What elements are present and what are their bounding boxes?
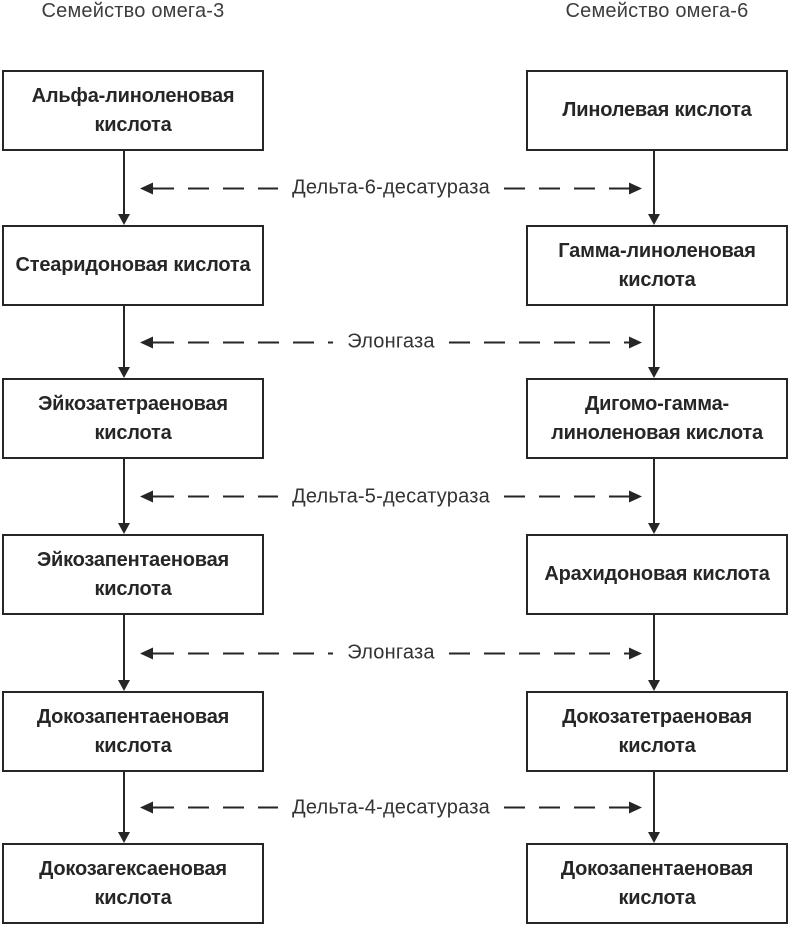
arrow-down-icon <box>648 615 660 691</box>
arrow-left-icon <box>140 647 153 659</box>
enzyme-arrow: Дельта-4-десатураза <box>140 796 643 819</box>
enzyme-label: Дельта-6-десатураза <box>292 176 490 199</box>
arrow-down-icon <box>118 306 130 378</box>
acid-box-omega6-row4: Арахидоновая кислота <box>526 534 788 615</box>
enzyme-label: Дельта-4-десатураза <box>292 796 490 818</box>
arrow-down-icon <box>648 772 660 843</box>
arrow-down-icon <box>648 151 660 225</box>
enzyme-label: Дельта-5-десатураза <box>292 485 490 507</box>
dashed-line <box>503 187 630 189</box>
enzyme-arrow: Элонгаза <box>140 330 643 354</box>
enzyme-connector-2: Элонгаза <box>0 306 790 378</box>
omega6-column-title: Семейство омега-6 <box>565 0 749 22</box>
arrow-right-icon <box>629 801 643 814</box>
acid-box-omega3-row6: Докозагексаеновая кислота <box>2 843 264 924</box>
arrow-down-icon <box>118 151 130 225</box>
arrow-right-icon <box>629 336 643 348</box>
dashed-line <box>448 341 630 343</box>
dashed-line <box>503 806 630 809</box>
arrow-down-icon <box>118 772 130 843</box>
arrow-left-icon <box>140 182 153 194</box>
dashed-line <box>153 341 334 343</box>
dashed-line <box>503 495 630 498</box>
acid-box-omega6-row1: Линолевая кислота <box>526 70 788 151</box>
acid-box-omega3-row5: Докозапентаеновая кислота <box>2 691 264 772</box>
arrow-right-icon <box>629 490 643 503</box>
dashed-line <box>153 495 279 498</box>
acid-box-omega6-row2: Гамма-линоленовая кислота <box>526 225 788 306</box>
arrow-left-icon <box>140 801 153 814</box>
enzyme-connector-4: Элонгаза <box>0 615 790 691</box>
dashed-line <box>153 806 279 809</box>
arrow-left-icon <box>140 490 153 503</box>
arrow-right-icon <box>629 182 643 194</box>
arrow-down-icon <box>648 459 660 534</box>
arrow-left-icon <box>140 336 153 348</box>
arrow-down-icon <box>648 306 660 378</box>
enzyme-connector-5: Дельта-4-десатураза <box>0 772 790 843</box>
enzyme-arrow: Элонгаза <box>140 641 643 665</box>
dashed-line <box>448 652 630 654</box>
enzyme-connector-3: Дельта-5-десатураза <box>0 459 790 534</box>
enzyme-connector-1: Дельта-6-десатураза <box>0 151 790 225</box>
enzyme-arrow: Дельта-5-десатураза <box>140 485 643 508</box>
arrow-down-icon <box>118 459 130 534</box>
dashed-line <box>153 187 279 189</box>
acid-box-omega3-row3: Эйкозатетраеновая кислота <box>2 378 264 459</box>
acid-box-omega3-row4: Эйкозапентаеновая кислота <box>2 534 264 615</box>
acid-box-omega6-row6: Докозапентаеновая кислота <box>526 843 788 924</box>
arrow-right-icon <box>629 647 643 659</box>
enzyme-arrow: Дельта-6-десатураза <box>140 176 643 200</box>
acid-box-omega3-row1: Альфа-линоленовая кислота <box>2 70 264 151</box>
acid-box-omega6-row5: Докозатетраеновая кислота <box>526 691 788 772</box>
arrow-down-icon <box>118 615 130 691</box>
dashed-line <box>153 652 334 654</box>
omega3-column-title: Семейство омега-3 <box>41 0 225 22</box>
enzyme-label: Элонгаза <box>347 330 435 353</box>
acid-box-omega6-row3: Дигомо-гамма-линоленовая кислота <box>526 378 788 459</box>
enzyme-label: Элонгаза <box>347 641 435 664</box>
acid-box-omega3-row2: Стеаридоновая кислота <box>2 225 264 306</box>
